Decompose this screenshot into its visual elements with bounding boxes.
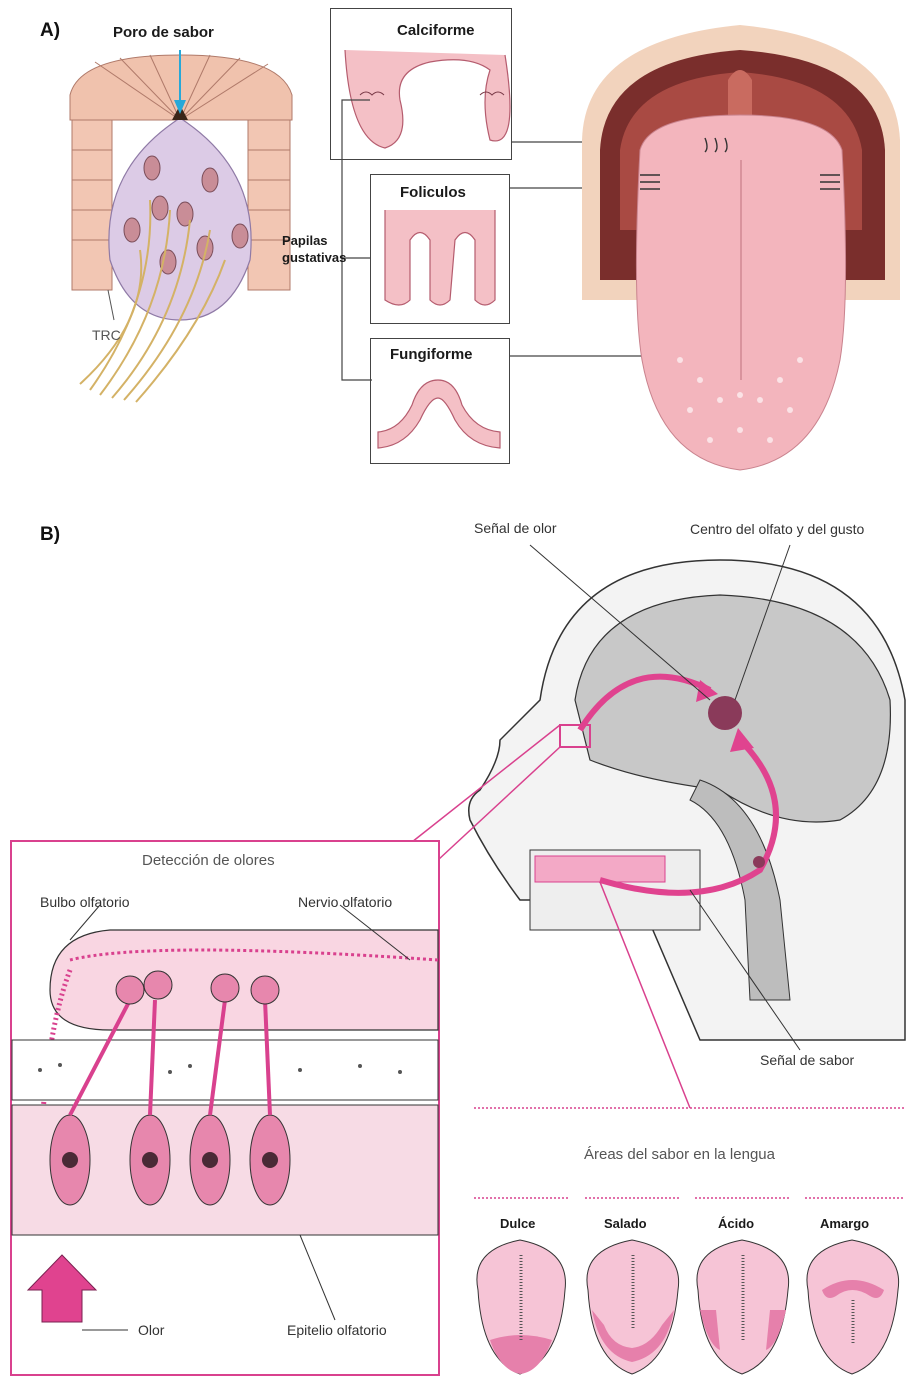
tongue-amargo xyxy=(807,1240,899,1374)
tongue-salado xyxy=(587,1240,679,1374)
tongue-acido xyxy=(697,1240,789,1374)
tongue-dulce xyxy=(477,1240,566,1374)
